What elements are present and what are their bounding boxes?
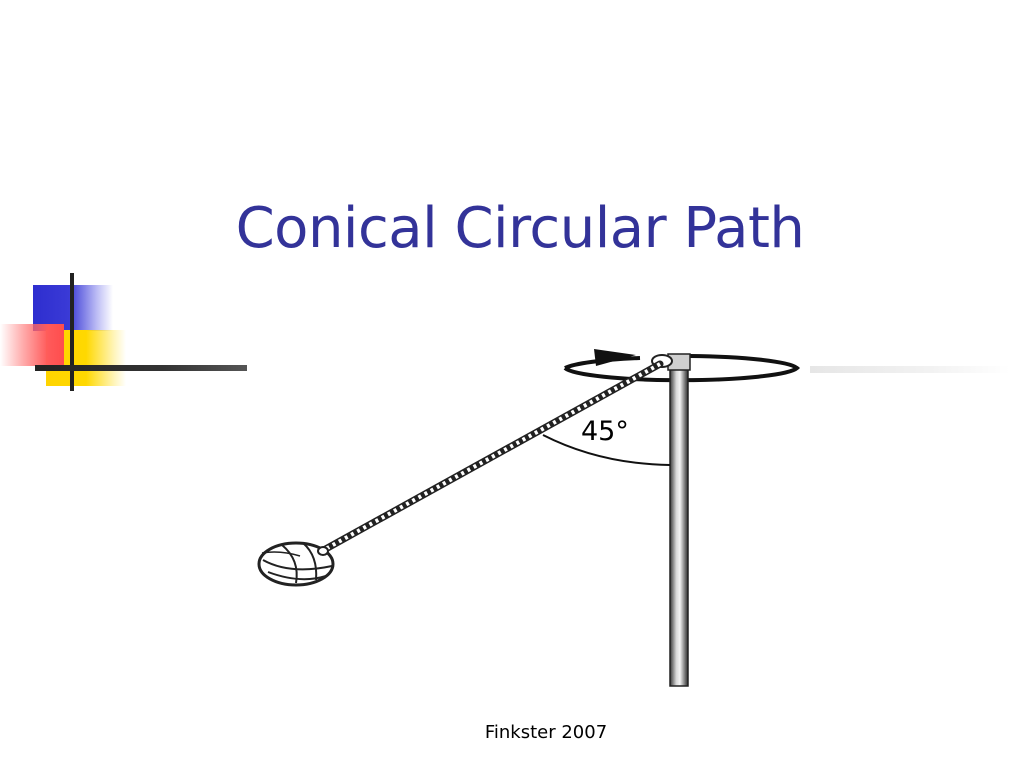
slide-footer: Finkster 2007 — [484, 722, 608, 743]
pole-icon — [651, 353, 691, 687]
corner-squares-decoration — [0, 270, 260, 395]
horizontal-rule — [35, 365, 247, 371]
angle-label: 45° — [581, 416, 629, 447]
red-square-decoration — [0, 324, 64, 366]
slide-title: Conical Circular Path — [235, 196, 805, 261]
volleyball-icon — [257, 541, 335, 587]
vertical-rule — [70, 273, 74, 391]
title-underline-rule — [810, 366, 1010, 373]
rotation-arrow-icon — [563, 349, 801, 383]
rope-icon — [318, 360, 664, 555]
angle-arc — [542, 434, 671, 466]
